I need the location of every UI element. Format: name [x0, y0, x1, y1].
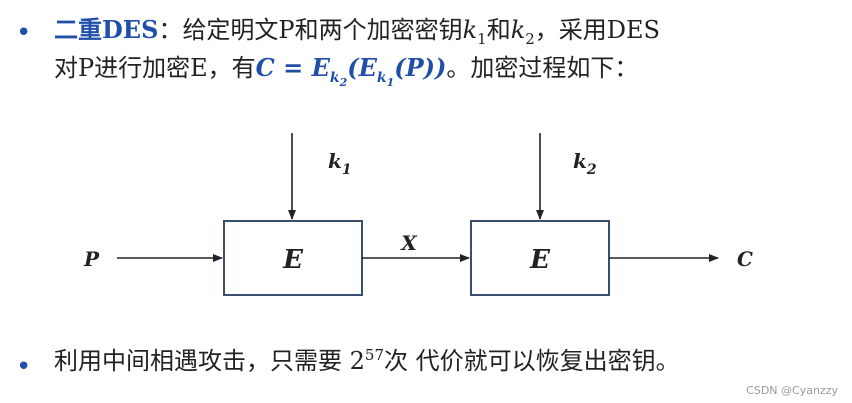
term-double-des: 二重DES: [54, 15, 159, 44]
box1-label: E: [282, 245, 304, 275]
output-label-c: C: [737, 247, 753, 271]
box-e2: [470, 220, 610, 296]
note-text-b: 次 代价就可以恢复出密钥。: [384, 347, 680, 375]
and-text: 和: [486, 16, 511, 44]
k1-var: k: [462, 16, 478, 44]
intro-text-2b: 。加密过程如下：: [446, 54, 639, 82]
intro-line-1: 二重DES：给定明文P和两个加密密钥k1和k2，采用DES: [54, 14, 660, 49]
formula: C = Ek2(Ek1(P)): [255, 53, 447, 89]
note-line: 利用中间相遇攻击，只需要 257次 代价就可以恢复出密钥。: [54, 346, 680, 377]
box-e1: [223, 220, 363, 296]
watermark: CSDN @Cyanzzy: [746, 384, 838, 397]
intro-text-1a: 给定明文P和两个加密密钥: [182, 16, 463, 44]
input-label-p: P: [83, 247, 100, 271]
intro-text-1b: ，采用DES: [534, 16, 660, 44]
k1-sub: 1: [477, 29, 487, 48]
colon: ：: [158, 16, 183, 44]
box2-label: E: [529, 245, 551, 275]
key1-label: k1: [328, 149, 352, 178]
bullet-1: •: [16, 18, 32, 48]
note-text-a: 利用中间相遇攻击，只需要 2: [54, 347, 365, 375]
intro-line-2: 对P进行加密E，有C = Ek2(Ek1(P))。加密过程如下：: [54, 52, 638, 90]
intro-text-2a: 对P进行加密E，有: [54, 54, 256, 82]
k2-var: k: [510, 16, 526, 44]
mid-label-x: X: [399, 231, 418, 255]
note-exponent: 57: [364, 346, 384, 364]
bullet-2: •: [16, 352, 32, 382]
key2-label: k2: [573, 149, 597, 178]
k2-sub: 2: [525, 29, 535, 48]
